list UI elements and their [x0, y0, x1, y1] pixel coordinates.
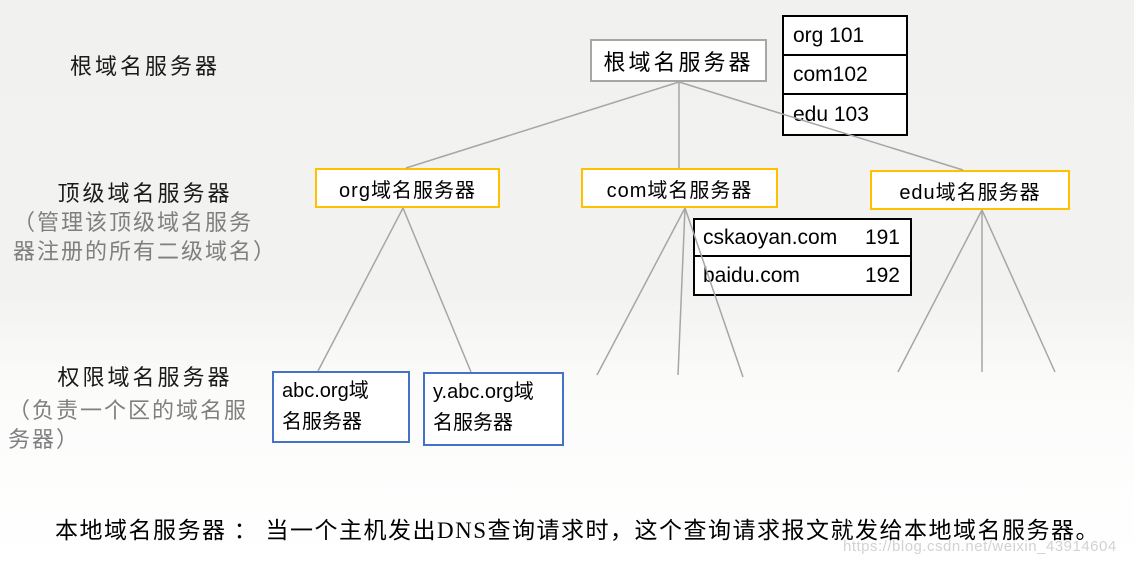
edu-server-label: edu域名服务器: [899, 181, 1041, 204]
y-abc-org-server-node: y.abc.org域 名服务器: [423, 372, 564, 446]
record-text: edu 103: [793, 102, 869, 126]
root-record-table: org 101 com102 edu 103: [782, 15, 908, 136]
root-server-label: 根域名服务器: [603, 49, 754, 75]
table-row: cskaoyan.com 191: [695, 220, 910, 257]
root-server-node: 根域名服务器: [590, 39, 767, 82]
com-server-node: com域名服务器: [581, 168, 778, 208]
connector-edu-child: [981, 209, 1056, 373]
connector-org-yabc: [402, 207, 472, 373]
local-dns-description: 本地域名服务器 ： 当一个主机发出DNS查询请求时，这个查询请求报文就发给本地域…: [55, 518, 1101, 543]
connector-com-child: [677, 207, 686, 376]
connector-org-abc: [317, 207, 404, 372]
table-row: baidu.com 192: [695, 257, 910, 294]
connector-root-org: [405, 81, 680, 169]
record-name: baidu.com: [703, 263, 800, 287]
level2-label: 顶级域名服务器: [57, 181, 233, 206]
watermark: https://blog.csdn.net/weixin_43914604: [843, 538, 1117, 555]
level1-label: 根域名服务器: [69, 54, 220, 79]
record-name: cskaoyan.com: [703, 225, 838, 249]
connector-com-child: [596, 207, 686, 376]
level3-note: （负责一个区的域名服 务器）: [8, 398, 249, 452]
org-server-label: org域名服务器: [339, 179, 476, 202]
record-text: com102: [793, 62, 868, 86]
table-row: edu 103: [784, 95, 906, 134]
level2-note: （管理该顶级域名服务 器注册的所有二级域名）: [13, 210, 278, 264]
table-row: org 101: [784, 17, 906, 56]
record-id: 191: [864, 225, 900, 249]
table-row: com102: [784, 56, 906, 95]
record-id: 192: [864, 263, 900, 287]
record-text: org 101: [793, 23, 865, 47]
org-server-node: org域名服务器: [315, 168, 500, 208]
com-record-table: cskaoyan.com 191 baidu.com 192: [693, 218, 912, 296]
com-server-label: com域名服务器: [606, 179, 753, 202]
edu-server-node: edu域名服务器: [870, 170, 1070, 210]
level3-label: 权限域名服务器: [57, 365, 233, 390]
abc-org-server-node: abc.org域 名服务器: [272, 371, 410, 443]
